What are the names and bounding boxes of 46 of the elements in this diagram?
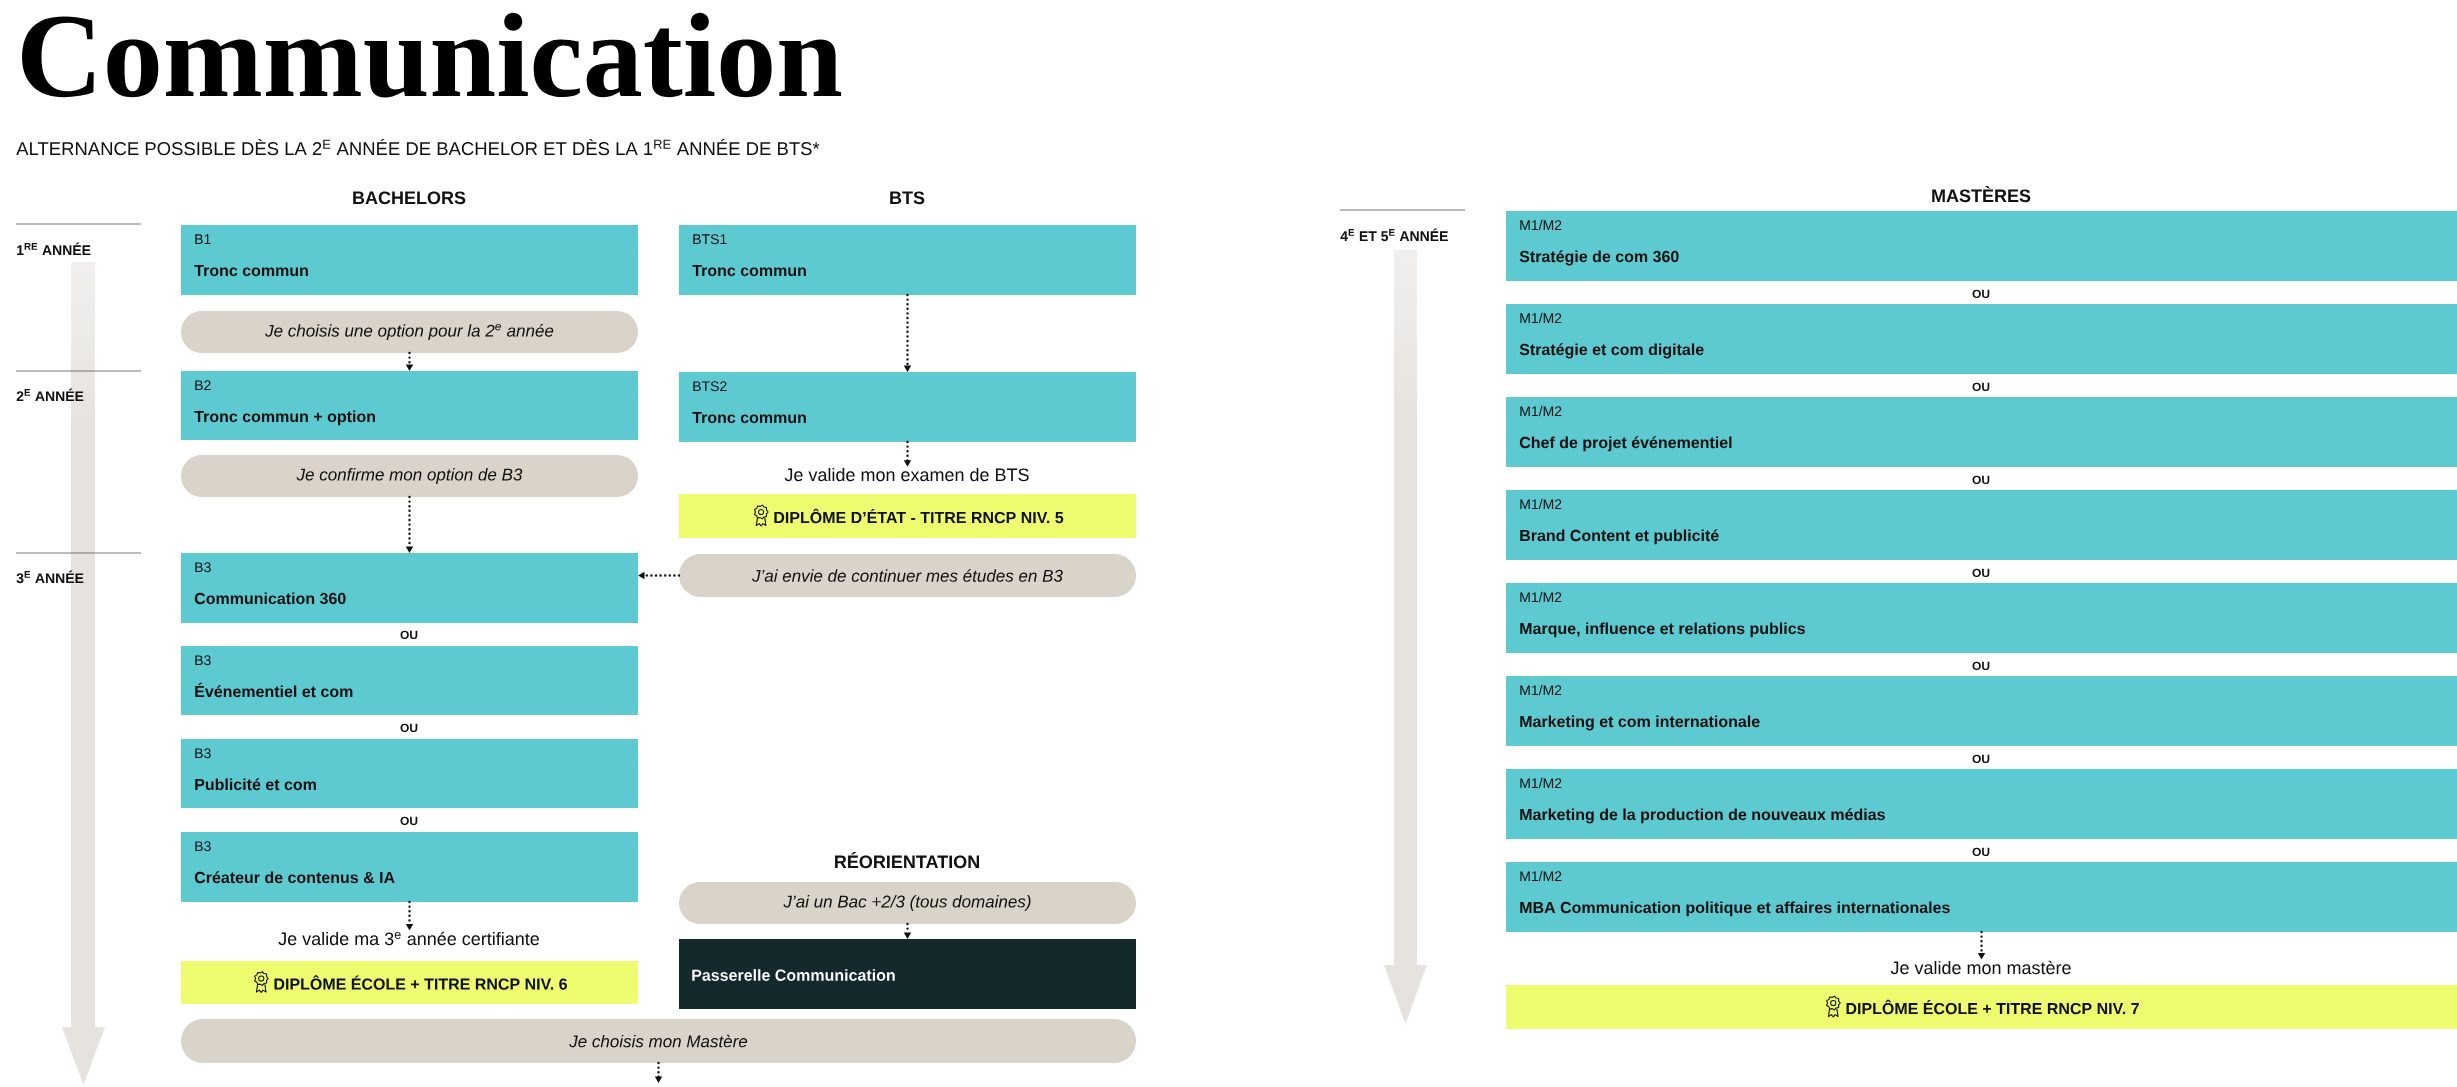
program-box: M1/M2 Brand Content et publicité bbox=[1506, 490, 2457, 560]
step-pill: J’ai un Bac +2/3 (tous domaines) bbox=[679, 882, 1136, 924]
step-text: Je valide ma 3$^{e}$ année certifiante bbox=[278, 931, 539, 946]
year-label: 3$^{E}$ ANNÉE bbox=[16, 570, 84, 584]
year-label: 2$^{E}$ ANNÉE bbox=[16, 388, 84, 401]
step-pill: J’ai envie de continuer mes études en B3 bbox=[679, 554, 1136, 597]
step-pill: Je confirme mon option de B3 bbox=[181, 455, 638, 497]
or-label: OU bbox=[1972, 847, 1990, 857]
or-label: OU bbox=[400, 816, 418, 826]
or-label: OU bbox=[1972, 475, 1990, 485]
or-label: OU bbox=[400, 630, 418, 640]
diploma-banner: DIPLÔME ÉCOLE + TITRE RNCP NIV. 7 bbox=[1506, 985, 2457, 1029]
subtitle: ALTERNANCE POSSIBLE DÈS LA 2$^{E}$ ANNÉE DE BACHELOR ET DÈS LA 1$^{RE}$ ANNÉE DE BTS* bbox=[16, 138, 820, 156]
or-label: OU bbox=[400, 723, 418, 733]
year-label: 1$^{RE}$ ANNÉE bbox=[17, 242, 91, 255]
title: Communication bbox=[22, 12, 842, 98]
program-box: M1/M2 Stratégie et com digitale bbox=[1506, 304, 2457, 374]
program-box: M1/M2 Chef de projet événementiel bbox=[1506, 397, 2457, 467]
program-box: M1/M2 Marketing de la production de nouveaux médias bbox=[1506, 769, 2457, 839]
column-heading: BACHELORS bbox=[353, 191, 466, 205]
program-box: Passerelle Communication bbox=[679, 939, 1136, 1009]
program-box: B1 Tronc commun bbox=[181, 225, 638, 295]
or-label: OU bbox=[1972, 661, 1990, 671]
step-pill: Je choisis mon Mastère bbox=[181, 1019, 1136, 1063]
step-pill: Je choisis une option pour la 2$^{e}$ année bbox=[181, 311, 638, 353]
program-box: M1/M2 Marketing et com internationale bbox=[1506, 676, 2457, 746]
program-box: BTS2 Tronc commun bbox=[679, 372, 1136, 442]
program-box: B3 Événementiel et com bbox=[181, 646, 638, 715]
program-box: B3 Communication 360 bbox=[181, 553, 638, 623]
diploma-banner: DIPLÔME D’ÉTAT - TITRE RNCP NIV. 5 bbox=[679, 494, 1136, 538]
program-box: BTS1 Tronc commun bbox=[679, 225, 1136, 295]
diploma-banner: DIPLÔME ÉCOLE + TITRE RNCP NIV. 6 bbox=[181, 961, 638, 1004]
program-box: B2 Tronc commun + option bbox=[181, 371, 638, 440]
program-box: M1/M2 Marque, influence et relations publics bbox=[1506, 583, 2457, 653]
or-label: OU bbox=[1972, 382, 1990, 392]
or-label: OU bbox=[1972, 754, 1990, 764]
column-heading: BTS bbox=[890, 191, 925, 205]
program-box: B3 Publicité et com bbox=[181, 739, 638, 808]
or-label: OU bbox=[1972, 568, 1990, 578]
program-box: B3 Créateur de contenus & IA bbox=[181, 832, 638, 902]
program-box: M1/M2 Stratégie de com 360 bbox=[1506, 211, 2457, 281]
or-label: OU bbox=[1972, 289, 1990, 299]
program-box: M1/M2 MBA Communication politique et affaires internationales bbox=[1506, 862, 2457, 932]
step-text: Je valide mon mastère bbox=[1890, 960, 2071, 975]
step-text: Je valide mon examen de BTS bbox=[784, 467, 1029, 482]
year-label: 4$^{E}$ ET 5$^{E}$ ANNÉE bbox=[1340, 228, 1448, 242]
